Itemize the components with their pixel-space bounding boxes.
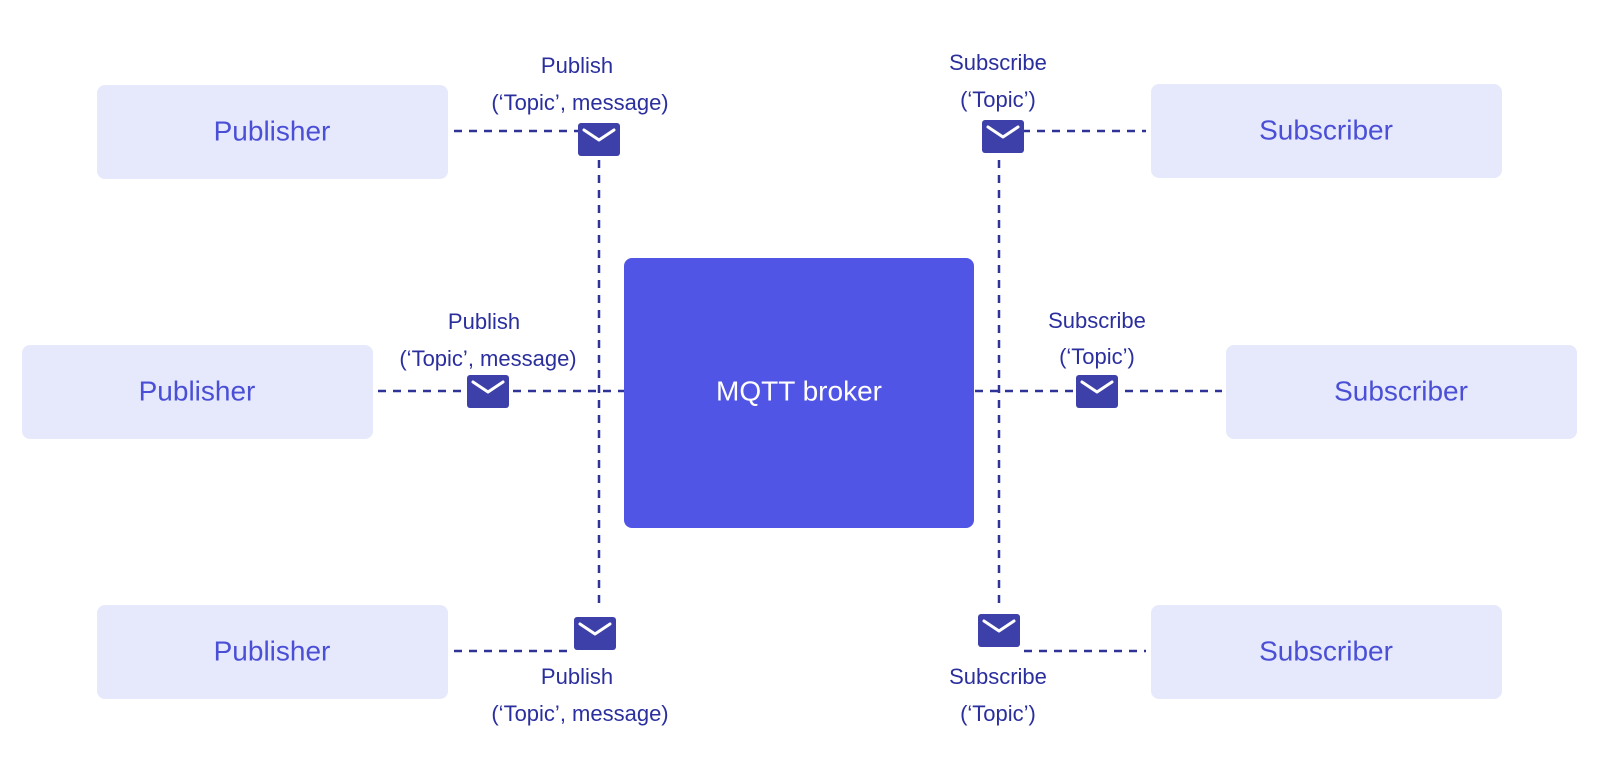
subscribe-action: Subscribe: [949, 50, 1047, 75]
publish-label-3: Publish (‘Topic’, message): [491, 664, 668, 726]
publisher-node-1: Publisher: [97, 85, 448, 179]
publish-action: Publish: [541, 53, 613, 78]
subscriber-box: [1226, 345, 1577, 439]
subscribe-label-3: Subscribe (‘Topic’): [949, 664, 1047, 726]
broker-box: [624, 258, 974, 528]
envelope-icon: [982, 120, 1024, 153]
envelope-icon: [578, 123, 620, 156]
subscriber-node-1: Subscriber: [1151, 84, 1502, 178]
subscribe-args: (‘Topic’): [960, 87, 1036, 112]
publish-args: (‘Topic’, message): [491, 701, 668, 726]
envelope-icon: [1076, 375, 1118, 408]
publisher-box: [97, 85, 448, 179]
publisher-box: [97, 605, 448, 699]
subscriber-label: Subscriber: [1334, 375, 1468, 406]
publisher-node-3: Publisher: [97, 605, 448, 699]
publish-action: Publish: [448, 309, 520, 334]
publisher-label: Publisher: [214, 115, 331, 146]
subscriber-label: Subscriber: [1259, 114, 1393, 145]
publisher-label: Publisher: [214, 635, 331, 666]
publish-label-1: Publish (‘Topic’, message): [491, 53, 668, 115]
subscribe-action: Subscribe: [1048, 308, 1146, 333]
subscribe-action: Subscribe: [949, 664, 1047, 689]
subscribe-args: (‘Topic’): [1059, 344, 1135, 369]
publish-label-2: Publish (‘Topic’, message): [399, 309, 576, 371]
publish-args: (‘Topic’, message): [399, 346, 576, 371]
envelope-icon: [467, 375, 509, 408]
subscriber-node-2: Subscriber: [1226, 345, 1577, 439]
subscribe-label-1: Subscribe (‘Topic’): [949, 50, 1047, 112]
subscribe-label-2: Subscribe (‘Topic’): [1048, 308, 1146, 369]
mqtt-broker: MQTT broker: [624, 258, 974, 528]
subscriber-box: [1151, 605, 1502, 699]
publish-action: Publish: [541, 664, 613, 689]
subscriber-box: [1151, 84, 1502, 178]
publish-args: (‘Topic’, message): [491, 90, 668, 115]
broker-label: MQTT broker: [716, 375, 882, 406]
envelope-icon: [574, 617, 616, 650]
subscriber-node-3: Subscriber: [1151, 605, 1502, 699]
subscribe-args: (‘Topic’): [960, 701, 1036, 726]
subscriber-label: Subscriber: [1259, 635, 1393, 666]
publisher-box: [22, 345, 373, 439]
envelope-icon: [978, 614, 1020, 647]
publisher-label: Publisher: [139, 375, 256, 406]
publisher-node-2: Publisher: [22, 345, 373, 439]
